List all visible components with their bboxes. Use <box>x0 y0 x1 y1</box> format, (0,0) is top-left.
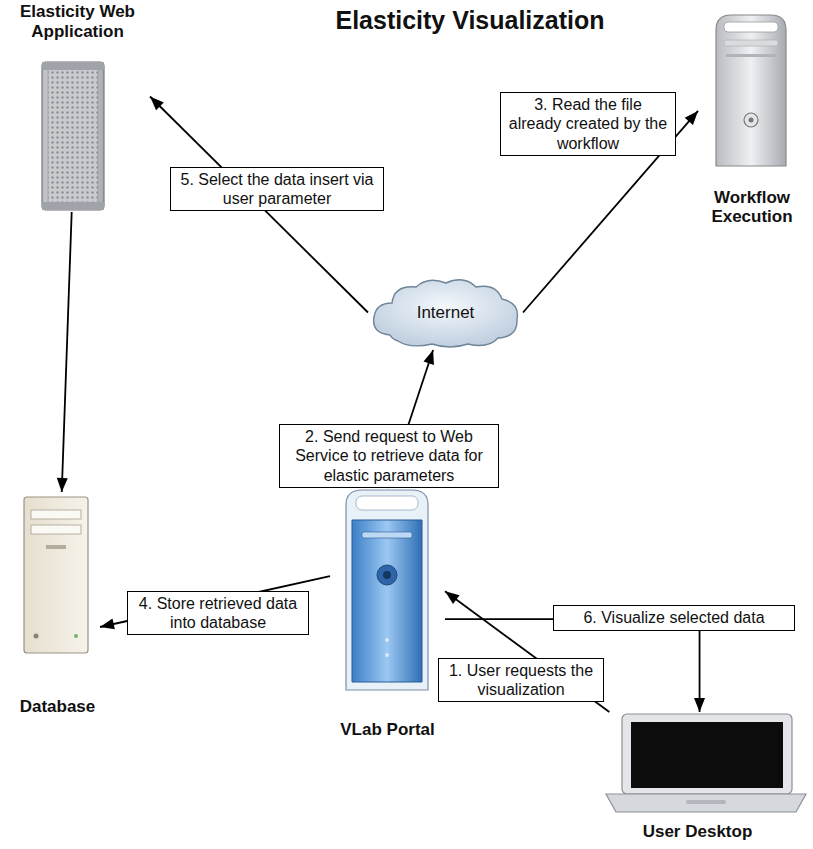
workflow-computer-icon <box>716 15 786 166</box>
arrow-head <box>100 619 115 630</box>
diagram-title: Elasticity Visualization <box>250 6 690 35</box>
portal-tower-icon <box>346 490 428 690</box>
step-label-box: 4. Store retrieved data into database <box>127 591 309 635</box>
step-label-box: 1. User requests the visualization <box>438 658 604 702</box>
node-label: Workflow Execution <box>698 188 806 227</box>
computer-node: Database <box>15 492 100 717</box>
arrow-head <box>150 97 164 111</box>
internet-cloud: Internet <box>368 275 523 350</box>
step-label-box: 5. Select the data insert via user param… <box>170 167 384 211</box>
node-label: User Desktop <box>595 822 800 842</box>
computer-node: Elasticity Web Application <box>5 2 150 212</box>
arrow-connector <box>57 212 72 492</box>
computer-node: User Desktop <box>595 712 800 842</box>
cloud-label: Internet <box>368 303 523 323</box>
database-computer-icon <box>24 497 88 653</box>
computer-node: Workflow Execution <box>698 12 806 227</box>
node-label: Database <box>15 697 100 717</box>
step-label-box: 2. Send request to Web Service to retrie… <box>279 424 499 488</box>
server-icon <box>42 62 104 210</box>
arrow-head <box>445 591 460 604</box>
laptop-icon <box>606 714 806 812</box>
connector-line <box>62 212 72 492</box>
arrow-head <box>685 111 698 125</box>
node-label: VLab Portal <box>330 720 445 740</box>
step-label-box: 3. Read the file already created by the … <box>500 92 676 156</box>
arrow-head <box>423 350 433 365</box>
arrow-head <box>57 478 68 492</box>
node-label: Elasticity Web Application <box>5 2 150 41</box>
arrow-head <box>694 698 705 712</box>
step-label-box: 6. Visualize selected data <box>553 605 795 630</box>
computer-node: VLab Portal <box>330 488 445 740</box>
